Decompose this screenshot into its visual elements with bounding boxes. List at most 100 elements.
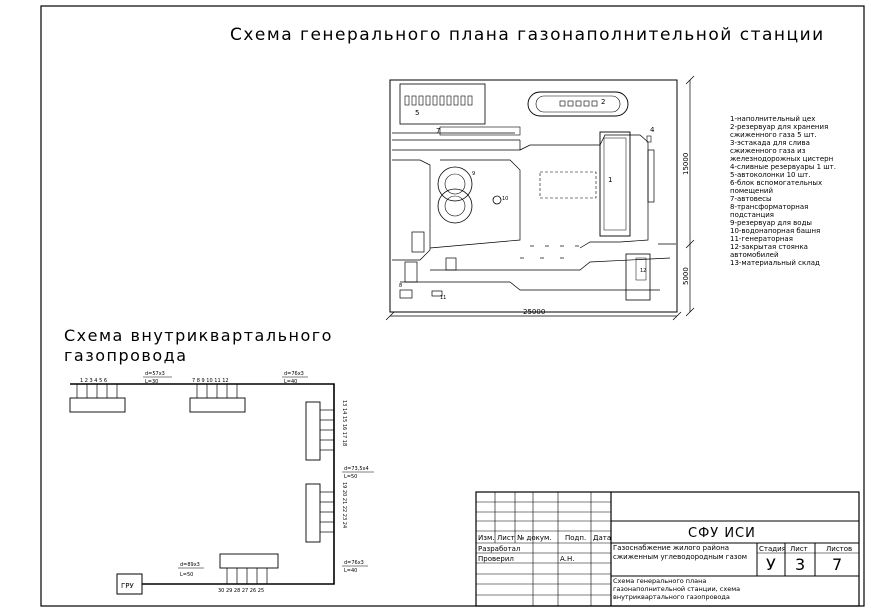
plan-num-1: 1	[608, 176, 612, 184]
plan-num-4: 4	[650, 126, 655, 134]
svg-text:d=73,5x4: d=73,5x4	[344, 466, 369, 472]
stamp-row-razrab: Разработал	[478, 545, 520, 553]
title-block: Изм. Лист № докум. Подп. Дата Разработал…	[475, 491, 860, 607]
svg-text:L=50: L=50	[180, 572, 193, 578]
pipeline-scheme: ГРУ 1 2 3 4 5 6 7 8 9 10 11 12	[69, 371, 374, 595]
stamp-stage-label: Стадия	[759, 545, 786, 553]
stamp-project-title: Газоснабжение жилого района сжиженным уг…	[613, 544, 747, 561]
transformer-substation	[399, 289, 413, 299]
stamp-sheet-title: Схема генерального плана газонаполнитель…	[613, 577, 740, 601]
pipeline-title-line2: газопровода	[64, 346, 188, 365]
legend-line: 6-блок вспомогательных	[730, 179, 822, 187]
consumer-group-right-upper	[305, 401, 334, 461]
legend-line: 4-сливные резервуары 1 шт.	[730, 163, 836, 171]
legend-line: 10-водонапорная башня	[730, 227, 820, 235]
sheet-title: Схема генерального плана газонаполнитель…	[230, 25, 825, 45]
legend-line: сжиженного газа из	[730, 147, 806, 155]
stamp-sheet-value: 3	[795, 555, 805, 574]
stamp-header-date: Дата	[593, 534, 611, 542]
legend-line: 9-резервуар для воды	[730, 219, 812, 227]
group-numbers-right-lower: 19 20 21 22 23 24	[341, 482, 347, 528]
plan-num-2: 2	[601, 98, 605, 106]
svg-text:d=89x3: d=89x3	[180, 562, 200, 568]
pipe-label: d=89x3 L=50	[178, 562, 204, 578]
gas-main-line	[70, 383, 335, 585]
pipe-label: d=73,5x4 L=50	[342, 466, 374, 480]
legend-line: 13-материальный склад	[730, 259, 820, 267]
generator-room	[431, 290, 443, 297]
gru-label: ГРУ	[121, 582, 134, 590]
stamp-row-proveril: Проверил	[478, 555, 514, 563]
dashed-zone	[539, 171, 597, 199]
plan-dim-lower: 5000	[682, 267, 690, 285]
svg-text:d=57x3: d=57x3	[145, 371, 165, 377]
filling-shop	[599, 131, 631, 237]
stamp-header-doc: № докум.	[517, 534, 552, 542]
stamp-stage-value: У	[766, 555, 776, 574]
group-numbers-bottom: 30 29 28 27 26 25	[218, 588, 264, 594]
legend-line: 3-эстакада для слива	[730, 139, 810, 147]
legend-line: сжиженного газа 5 шт.	[730, 131, 817, 139]
pipe-label: d=76x3 L=40	[342, 560, 368, 574]
autocolumns-block	[399, 83, 486, 125]
sheet-frame	[40, 5, 865, 607]
consumer-group-top-mid	[189, 384, 246, 413]
group-numbers-right-upper: 13 14 15 16 17 18	[341, 400, 347, 446]
water-tanks	[437, 166, 473, 224]
svg-text:d=76x3: d=76x3	[344, 560, 364, 566]
legend-line: 1-наполнительный цех	[730, 115, 815, 123]
svg-text:L=40: L=40	[284, 379, 297, 385]
svg-text:L=30: L=30	[145, 379, 158, 385]
autocolumn-row	[404, 95, 473, 106]
legend-line: 5-автоколонки 10 шт.	[730, 171, 810, 179]
truck-scale	[439, 126, 521, 136]
rail-overpass	[647, 149, 655, 203]
legend-line: автомобилей	[730, 251, 779, 259]
reservoir-row	[559, 100, 598, 107]
stamp-header-sign: Подп.	[565, 534, 586, 542]
general-plan: 5 7 2 1 4	[385, 75, 695, 321]
plan-num-8: 8	[399, 283, 402, 289]
plan-num-11: 11	[440, 295, 446, 301]
legend-line: железнодорожных цистерн	[730, 155, 833, 163]
legend-line: помещений	[730, 187, 773, 195]
plan-num-12: 12	[640, 268, 646, 274]
stamp-sheets-label: Листов	[826, 545, 852, 553]
consumer-group-bottom	[219, 553, 279, 584]
svg-text:d=76x3: d=76x3	[284, 371, 304, 377]
consumer-group-top-left	[69, 384, 126, 413]
group-numbers-top-mid: 7 8 9 10 11 12	[192, 378, 229, 384]
plan-boundary	[389, 79, 678, 313]
parking-garage	[625, 253, 651, 301]
gru-unit	[116, 573, 143, 595]
plan-num-7: 7	[436, 127, 440, 135]
water-tower	[492, 195, 502, 205]
auxiliary-block	[411, 231, 425, 253]
legend-line: 11-генераторная	[730, 235, 793, 243]
stamp-sheets-value: 7	[832, 555, 842, 574]
plan-num-10: 10	[502, 196, 508, 202]
drain-tank	[646, 135, 652, 143]
pipeline-title-line1: Схема внутриквартального	[64, 326, 333, 345]
stamp-sheet-label: Лист	[790, 545, 808, 553]
svg-text:L=40: L=40	[344, 568, 357, 574]
legend-line: 7-автовесы	[730, 195, 772, 203]
stamp-org: СФУ ИСИ	[688, 526, 756, 541]
legend-line: подстанция	[730, 211, 774, 219]
plan-legend: 1-наполнительный цех 2-резервуар для хра…	[730, 115, 836, 267]
plan-num-9: 9	[472, 171, 475, 177]
pipe-label: d=57x3 L=30	[143, 371, 172, 385]
plan-num-5: 5	[415, 109, 419, 117]
legend-line: 8-трансформаторная	[730, 203, 808, 211]
pipe-label: d=76x3 L=40	[282, 371, 308, 385]
legend-line: 2-резервуар для хранения	[730, 123, 828, 131]
plan-dim-upper: 15000	[682, 153, 690, 175]
group-numbers-top-left: 1 2 3 4 5 6	[80, 378, 107, 384]
stamp-header-list: Лист	[497, 534, 515, 542]
legend-line: 12-закрытая стоянка	[730, 243, 808, 251]
svg-text:L=50: L=50	[344, 474, 357, 480]
consumer-group-right-lower	[305, 483, 334, 543]
stamp-checker: А.Н.	[560, 555, 575, 563]
reservoir-park	[527, 91, 629, 117]
